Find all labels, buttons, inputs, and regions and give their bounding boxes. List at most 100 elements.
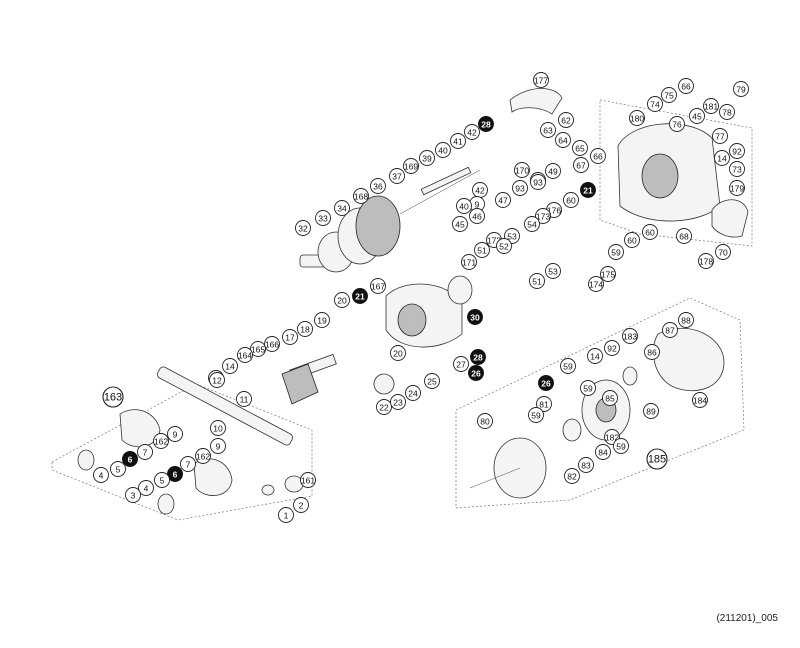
callout-label: 18 [300, 325, 310, 335]
callout-label: 184 [693, 396, 707, 406]
callout-label: 178 [699, 257, 713, 267]
callout-label: 174 [589, 280, 603, 290]
callout-label: 28 [481, 120, 491, 130]
handle-assembly [77, 366, 304, 515]
part-callout-46: 46 [469, 208, 485, 224]
part-callout-28: 28 [478, 116, 494, 132]
callout-circle [154, 472, 170, 488]
callout-label: 60 [627, 236, 637, 246]
part-callout-3: 3 [125, 487, 141, 503]
callout-circle [563, 192, 579, 208]
part-callout-83: 83 [578, 457, 594, 473]
callout-circle [572, 140, 588, 156]
callout-label: 166 [265, 340, 279, 350]
callout-label: 21 [355, 292, 365, 302]
part-callout-168: 168 [353, 188, 369, 204]
callout-circle [390, 345, 406, 361]
part-callout-14: 14 [714, 150, 730, 166]
callout-label: 89 [646, 407, 656, 417]
callout-label: 20 [337, 296, 347, 306]
part-callout-47: 47 [495, 192, 511, 208]
part-callout-51: 51 [474, 242, 490, 258]
callout-circle [474, 242, 490, 258]
part-callout-45: 45 [452, 216, 468, 232]
callout-label: 1 [284, 511, 289, 521]
callout-circle [580, 182, 596, 198]
part-callout-25: 25 [424, 373, 440, 389]
callout-label: 73 [732, 165, 742, 175]
callout-label: 6 [128, 455, 133, 465]
callout-label: 10 [213, 424, 223, 434]
callout-label: 7 [143, 448, 148, 458]
callout-circle [495, 192, 511, 208]
part-callout-65: 65 [572, 140, 588, 156]
callout-label: 169 [404, 162, 418, 172]
part-callout-49: 49 [545, 163, 561, 179]
callout-label: 165 [251, 345, 265, 355]
callout-circle [529, 273, 545, 289]
part-callout-162: 162 [153, 433, 169, 449]
callout-label: 23 [393, 398, 403, 408]
callout-label: 67 [576, 161, 586, 171]
callout-label: 84 [598, 448, 608, 458]
callout-label: 62 [561, 116, 571, 126]
part-callout-85: 85 [602, 390, 618, 406]
part-callout-40: 40 [435, 142, 451, 158]
callout-label: 22 [379, 403, 389, 413]
part-callout-40: 40 [456, 198, 472, 214]
part-callout-7: 7 [180, 456, 196, 472]
callout-circle [250, 341, 266, 357]
part-callout-60: 60 [642, 224, 658, 240]
callout-circle [595, 444, 611, 460]
part-callout-86: 86 [644, 344, 660, 360]
part-callout-93: 93 [512, 180, 528, 196]
callout-circle [376, 399, 392, 415]
callout-label: 81 [539, 400, 549, 410]
callout-label: 88 [681, 316, 691, 326]
part-callout-53: 53 [545, 263, 561, 279]
callout-label: 63 [543, 126, 553, 136]
callout-label: 5 [160, 476, 165, 486]
callout-label: 36 [373, 182, 383, 192]
callout-circle [524, 216, 540, 232]
callout-label: 180 [630, 114, 644, 124]
callout-circle [236, 391, 252, 407]
callout-circle [125, 487, 141, 503]
callout-circle [643, 403, 659, 419]
callout-circle [334, 200, 350, 216]
part-callout-23: 23 [390, 394, 406, 410]
callout-label: 11 [240, 395, 249, 405]
part-callout-11: 11 [236, 391, 252, 407]
callout-label: 4 [144, 484, 149, 494]
part-callout-175: 175 [600, 266, 616, 282]
part-callout-32: 32 [295, 220, 311, 236]
part-callout-6: 6 [167, 466, 183, 482]
callout-circle [390, 394, 406, 410]
callout-label: 59 [611, 248, 621, 258]
callout-circle [608, 244, 624, 260]
callout-circle [464, 124, 480, 140]
part-callout-17: 17 [282, 329, 298, 345]
part-callout-4: 4 [93, 467, 109, 483]
callout-label: 19 [317, 316, 327, 326]
part-callout-184: 184 [692, 392, 708, 408]
part-callout-183: 183 [622, 328, 638, 344]
callout-label: 66 [681, 82, 691, 92]
part-callout-6: 6 [122, 451, 138, 467]
callout-circle [453, 356, 469, 372]
part-callout-30: 30 [467, 309, 483, 325]
callout-label: 70 [718, 248, 728, 258]
callout-label: 59 [616, 442, 626, 452]
callout-circle [237, 347, 253, 363]
part-callout-70: 70 [715, 244, 731, 260]
callout-label: 60 [645, 228, 655, 238]
part-callout-24: 24 [405, 385, 421, 401]
callout-label: 2 [299, 501, 304, 511]
part-callout-89: 89 [643, 403, 659, 419]
callout-circle [314, 312, 330, 328]
callout-circle [295, 220, 311, 236]
callout-circle [403, 158, 419, 174]
callout-label: 77 [715, 132, 725, 142]
part-callout-68: 68 [676, 228, 692, 244]
